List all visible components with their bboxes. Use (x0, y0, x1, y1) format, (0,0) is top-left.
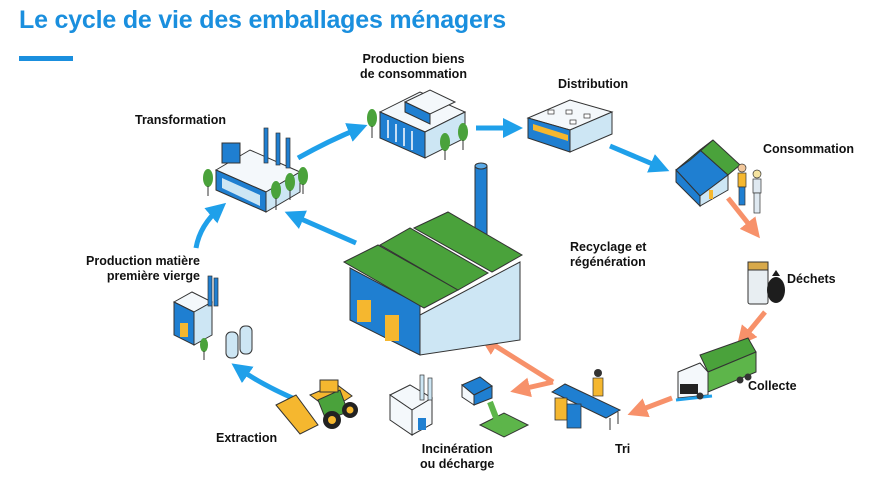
label-production-matiere: Production matière première vierge (86, 254, 200, 284)
trash-bin-and-bag-icon (747, 261, 785, 305)
label-line: première vierge (106, 269, 200, 283)
factory-icon (203, 127, 308, 213)
arrow-extraction-to-matiere (231, 363, 298, 403)
label-extraction: Extraction (216, 431, 278, 445)
arrow-consommation-to-dechets (726, 196, 760, 239)
store-building-icon (526, 99, 614, 153)
label-transformation: Transformation (135, 113, 226, 127)
arrow-distribution-to-consommation (609, 143, 670, 173)
arrow-tri-to-recyclage (479, 335, 555, 385)
label-line: de consommation (360, 67, 467, 81)
arrow-collecte-to-tri (627, 395, 673, 418)
bulldozer-icon (275, 379, 358, 435)
sorting-conveyor-icon (550, 369, 622, 430)
garbage-truck-icon (675, 337, 757, 402)
incinerator-and-landfill-icon (389, 374, 530, 438)
arrow-matiere-to-transformation (193, 202, 227, 249)
label-dechets: Déchets (787, 272, 836, 286)
label-incineration: Incinération ou décharge (420, 442, 494, 472)
title-underline (19, 56, 73, 61)
label-line: Production biens (362, 52, 465, 66)
arrow-dechets-to-collecte (736, 310, 767, 347)
recycling-factory-icon (342, 162, 524, 356)
house-with-people-icon (675, 139, 762, 214)
arrow-transformation-to-production (296, 123, 368, 161)
raw-material-plant-icon (172, 275, 253, 360)
label-line: régénération (570, 255, 646, 269)
office-building-icon (367, 89, 468, 160)
page-title: Le cycle de vie des emballages ménagers (19, 6, 506, 34)
arrow-recyclage-to-transformation (284, 210, 358, 246)
label-line: Recyclage et (570, 240, 647, 254)
label-line: ou décharge (420, 457, 495, 471)
arrow-tri-to-incineration (510, 377, 554, 398)
label-consommation: Consommation (763, 142, 854, 156)
label-tri: Tri (615, 442, 631, 456)
label-recyclage: Recyclage et régénération (570, 240, 646, 270)
label-distribution: Distribution (558, 77, 629, 91)
label-line: Production matière (86, 254, 200, 268)
label-line: Incinération (421, 442, 493, 456)
label-production-biens: Production biens de consommation (360, 52, 467, 82)
label-collecte: Collecte (748, 379, 797, 393)
